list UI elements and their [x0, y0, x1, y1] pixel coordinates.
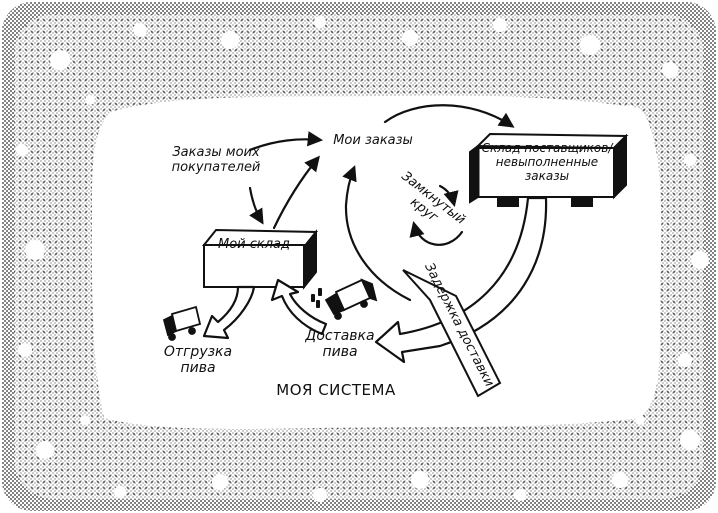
delay-bar — [402, 269, 502, 398]
arrow-orders-to-my-orders — [248, 131, 324, 152]
label-beer-shipment: Отгрузка пива — [163, 344, 233, 377]
flow-arrows — [248, 104, 515, 302]
label-customer-orders: Заказы моих покупателей — [171, 145, 261, 175]
my-warehouse-box — [201, 228, 319, 290]
arrow-warehouse-to-my-orders — [272, 155, 320, 230]
closed-loop-arc — [409, 221, 464, 246]
system-caption: МОЯ СИСТЕМА — [276, 381, 396, 399]
truck-icon — [162, 305, 202, 341]
label-my-orders: Мои заказы — [333, 133, 413, 148]
label-my-warehouse: Мой склад — [217, 237, 290, 252]
truck-icon — [324, 278, 378, 320]
supplier-warehouse-box — [469, 132, 629, 207]
bottles-icon — [311, 288, 322, 308]
arrow-orders-to-warehouse — [248, 186, 264, 225]
shipment-arrow — [202, 285, 256, 340]
label-supplier-warehouse: Склад поставщиков/ невыполненные заказы — [481, 141, 613, 183]
arrow-my-orders-to-supplier — [383, 104, 515, 128]
arrow-loop-to-my-orders — [342, 165, 412, 302]
delivery-to-warehouse-arrow — [270, 278, 328, 336]
label-beer-delivery: Доставка пива — [305, 328, 375, 361]
